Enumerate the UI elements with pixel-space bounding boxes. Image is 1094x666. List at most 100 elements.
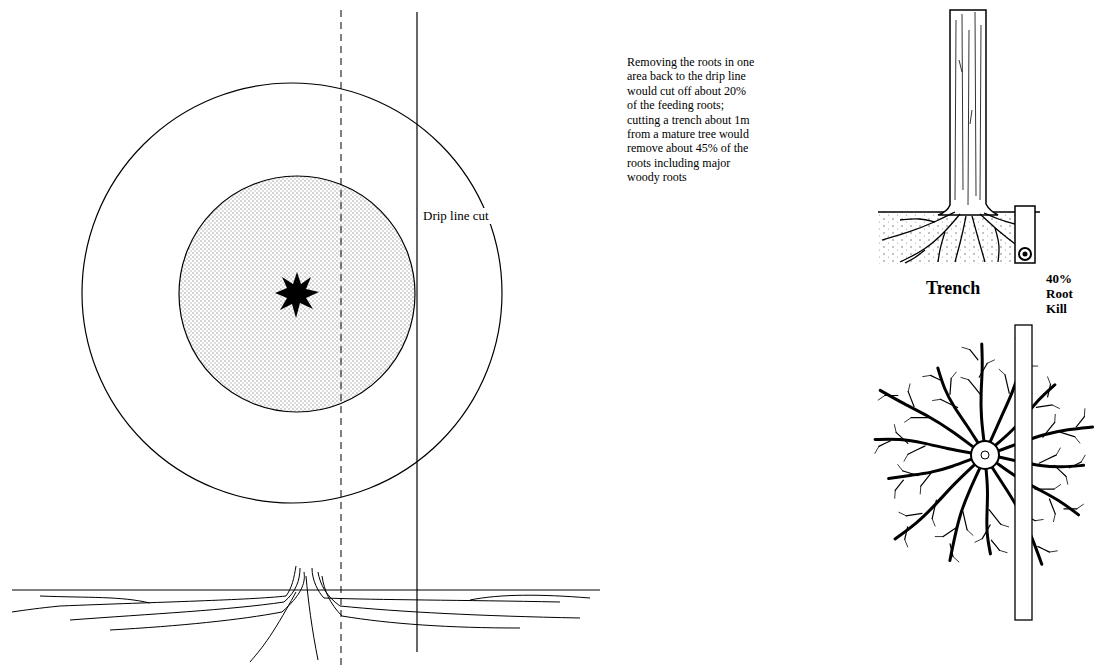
plan-root <box>911 417 930 418</box>
plan-root <box>889 459 972 478</box>
plan-root <box>896 432 908 443</box>
plan-root <box>908 384 910 392</box>
plan-root <box>991 540 999 550</box>
plan-root <box>953 557 959 562</box>
plan-root <box>1052 405 1059 408</box>
plan-root <box>932 500 936 519</box>
plan-root <box>938 368 978 443</box>
plan-root <box>1049 551 1057 552</box>
root-kill-label: 40% Root Kill <box>1046 272 1088 317</box>
side-roots <box>12 566 590 662</box>
side-root <box>955 216 966 262</box>
plan-root <box>880 390 973 447</box>
plan-root <box>879 441 891 447</box>
plan-root <box>987 360 994 363</box>
plan-root <box>895 480 903 490</box>
plan-root <box>989 510 1001 525</box>
plan-root <box>999 550 1007 552</box>
plan-root <box>904 454 908 461</box>
plan-root <box>908 392 914 407</box>
outer-root-zone <box>82 83 502 503</box>
plan-root <box>998 427 1092 451</box>
plan-root <box>903 471 918 476</box>
side-root <box>972 216 985 262</box>
plan-root <box>1038 546 1050 552</box>
plan-root <box>1064 508 1077 509</box>
plan-root <box>967 530 973 535</box>
side-root <box>995 228 999 262</box>
drip-line-zone <box>179 176 415 412</box>
plan-root <box>1060 432 1075 437</box>
plan-root <box>961 377 969 379</box>
plan-root <box>1049 499 1055 514</box>
trench-plan-view <box>875 325 1093 620</box>
plan-root <box>1035 489 1054 490</box>
trench-cut-line <box>341 10 342 666</box>
side-root <box>984 213 1015 224</box>
side-root <box>900 214 960 262</box>
plan-root <box>920 486 922 494</box>
trench-plan <box>1015 325 1032 620</box>
plan-root <box>1084 409 1086 417</box>
plan-root <box>1048 377 1051 384</box>
plan-root <box>894 490 896 498</box>
trench-label: Trench <box>926 278 980 300</box>
plan-root <box>981 344 984 441</box>
plan-root <box>1066 476 1068 484</box>
trench-side-view <box>878 10 1040 264</box>
plan-root <box>885 395 898 396</box>
plan-root <box>969 380 981 395</box>
pipe <box>1019 248 1031 260</box>
plan-root <box>950 378 951 394</box>
plan-root <box>962 347 970 349</box>
plan-root <box>932 519 935 526</box>
plan-root <box>943 528 956 537</box>
trench-slot <box>1015 206 1035 263</box>
plan-root <box>905 539 908 546</box>
plan-root <box>933 399 941 400</box>
plan-root <box>1005 375 1009 394</box>
side-root <box>938 232 945 262</box>
plan-root <box>1036 405 1052 407</box>
plan-root <box>1056 448 1060 455</box>
plan-root <box>1054 414 1056 422</box>
plan-root <box>1081 455 1085 462</box>
plan-root <box>935 536 943 537</box>
plan-root <box>1035 519 1043 520</box>
plan-root <box>979 363 987 377</box>
plan-root <box>898 465 903 471</box>
plan-root <box>878 396 885 401</box>
plan-root <box>951 372 956 378</box>
plan-root <box>940 399 957 407</box>
tree-trunk-symbol <box>275 272 319 318</box>
plan-root <box>875 439 971 453</box>
plan-root <box>950 468 980 560</box>
side-root <box>905 250 925 263</box>
plan-root <box>1069 462 1081 468</box>
plan-root <box>1001 524 1009 526</box>
plan-root <box>1043 422 1055 437</box>
plan-root <box>899 512 906 515</box>
plan-root <box>905 527 908 540</box>
plan-root <box>921 471 933 486</box>
plan-root <box>970 350 978 360</box>
drip-line-cut <box>416 12 417 652</box>
plan-root <box>963 511 967 530</box>
side-root <box>900 219 935 222</box>
explanatory-note: Removing the roots in one area back to t… <box>627 55 755 185</box>
plan-root <box>923 375 931 376</box>
plan-root <box>982 525 990 539</box>
plan-root <box>905 418 912 423</box>
plan-root <box>1039 455 1056 463</box>
plan-root <box>1048 384 1051 397</box>
plan-root <box>975 539 982 542</box>
plan-root <box>875 446 879 453</box>
plan-root <box>906 513 922 515</box>
plan-root <box>950 544 953 557</box>
plan-root <box>1053 514 1055 522</box>
plan-root <box>931 375 943 381</box>
plan-root <box>1075 437 1080 443</box>
plan-root <box>1054 485 1061 490</box>
